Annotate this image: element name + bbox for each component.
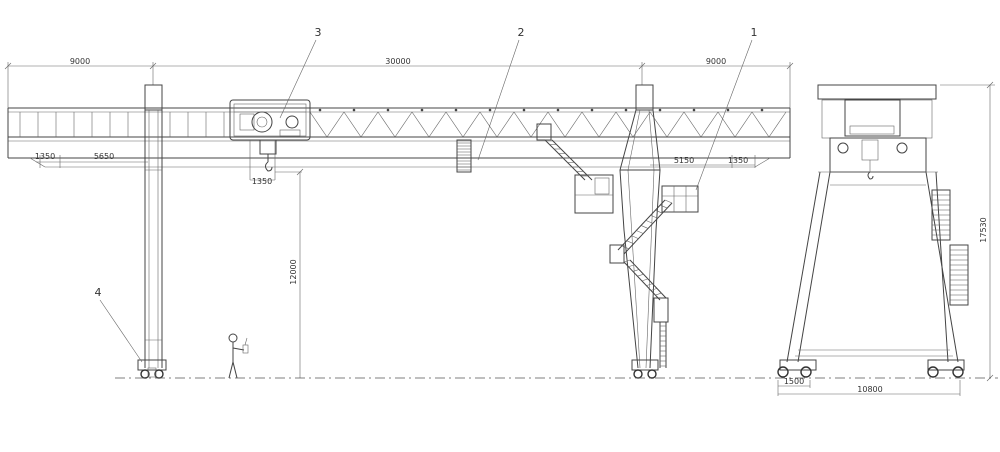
left-hook-dimensions: 1350 5650 [35, 152, 148, 168]
railing-post [454, 108, 458, 112]
railing-post [692, 108, 696, 112]
railing-post [726, 108, 730, 112]
dim-span: 30000 [385, 57, 410, 66]
drawing-line [581, 111, 600, 138]
callout-1: 1 [695, 26, 758, 191]
lift-height-dimension: 12000 [275, 168, 304, 378]
drawing-line [621, 245, 629, 250]
callout-4-label: 4 [95, 286, 102, 299]
railing-post [420, 108, 424, 112]
drawing-line [547, 111, 566, 138]
drawing-line [655, 292, 662, 296]
drawing-line [636, 230, 644, 234]
cab-panel [456, 139, 472, 173]
dim-right-hook-limit: 1350 [728, 156, 748, 165]
main-girder [7, 107, 791, 168]
right-hook-dimensions: 5150 1350 [650, 155, 756, 168]
left-leg [144, 84, 163, 368]
drawing-line [598, 111, 617, 138]
drawing-line [700, 111, 719, 138]
drawing-line [632, 269, 640, 272]
dim-total-height: 17530 [979, 217, 988, 242]
drawing-line [462, 111, 481, 138]
drawing-line [637, 273, 644, 277]
railing-post [318, 108, 322, 112]
drawing-line [650, 214, 658, 219]
drawing-line [496, 111, 515, 138]
dim-left-offset: 5650 [94, 152, 114, 161]
railing-post [658, 108, 662, 112]
railing-post [386, 108, 390, 112]
drawing-line [623, 259, 631, 263]
drawing-line [513, 111, 532, 138]
dim-left-hook-limit: 1350 [35, 152, 55, 161]
drawing-line [377, 111, 396, 138]
railing-post [488, 108, 492, 112]
drawing-line [683, 111, 702, 138]
top-dimension-line: 9000 30000 9000 [4, 57, 794, 140]
railing-post [522, 108, 526, 112]
operator-figure [228, 333, 249, 379]
callout-3: 3 [279, 26, 322, 119]
drawing-line [360, 111, 379, 138]
callout-2-label: 2 [518, 26, 525, 39]
dim-left-cantilever: 9000 [70, 57, 90, 66]
railing-post [352, 108, 356, 112]
drawing-line [751, 111, 770, 138]
drawing-line [394, 111, 413, 138]
drawing-line [645, 220, 653, 224]
dim-trolley-width: 1350 [252, 177, 272, 186]
drawing-line [646, 283, 653, 286]
drawing-line [445, 111, 464, 138]
right-bogie [631, 359, 659, 379]
drawing-line [564, 111, 583, 138]
dim-right-cantilever: 9000 [706, 57, 726, 66]
access-stairway [536, 123, 699, 368]
trolley-width-dimension: 1350 [250, 177, 275, 186]
dim-lift-height: 12000 [289, 259, 298, 284]
dim-wheelbase: 1500 [784, 377, 804, 386]
drawing-line [479, 111, 498, 138]
drawing-line [666, 111, 685, 138]
drawing-line [664, 199, 673, 204]
callout-1-label: 1 [751, 26, 758, 39]
drawing-line [309, 111, 328, 138]
dim-base-width: 10800 [857, 385, 882, 394]
drawing-line [428, 111, 447, 138]
drawing-line [632, 111, 651, 138]
drawing-line [626, 240, 634, 244]
drawing-line [734, 111, 753, 138]
drawing-line [768, 111, 787, 138]
trolley [229, 99, 311, 180]
drawing-line [660, 204, 668, 209]
railing-post [590, 108, 594, 112]
drawing-line [628, 264, 635, 268]
callout-2: 2 [477, 26, 525, 161]
drawing-line [649, 111, 668, 138]
drawing-line [650, 288, 658, 291]
right-leg [619, 84, 661, 369]
railing-post [624, 108, 628, 112]
side-view: 17530 1500 10800 [777, 81, 995, 396]
drawing-line [655, 209, 663, 214]
drawing-line [615, 111, 634, 138]
railing-post [760, 108, 764, 112]
drawing-line [343, 111, 362, 138]
drawing-line [411, 111, 430, 138]
drawing-line [640, 225, 649, 229]
electrical-cabinet [661, 185, 699, 213]
dim-right-offset: 5150 [674, 156, 694, 165]
callout-4: 4 [95, 286, 143, 363]
drawing-line [631, 235, 639, 239]
drawing-line [641, 278, 649, 282]
callout-3-label: 3 [315, 26, 322, 39]
railing-post [556, 108, 560, 112]
drawing-line [326, 111, 345, 138]
drawing-line [717, 111, 736, 138]
